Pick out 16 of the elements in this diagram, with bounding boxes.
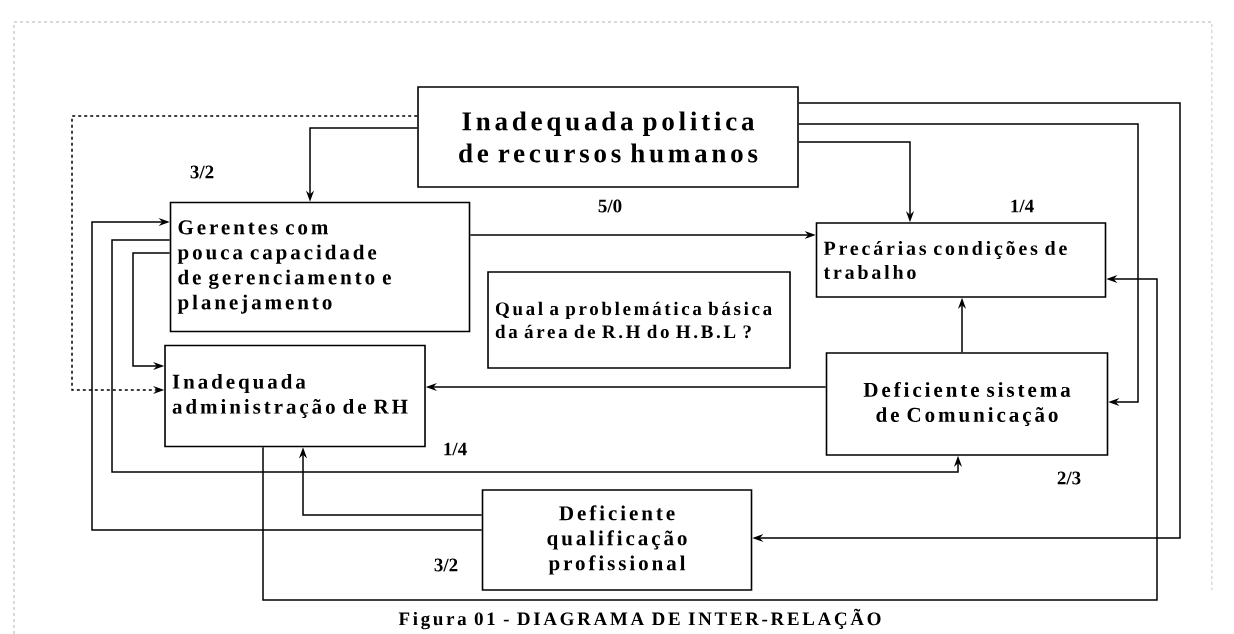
arrow bbox=[91, 217, 483, 531]
ratio-label: 1/4 bbox=[444, 442, 467, 456]
problem-box: Inadequada administração de RH bbox=[164, 344, 426, 448]
ratio-label: 2/3 bbox=[1057, 471, 1081, 485]
ratio-label: 3/2 bbox=[190, 165, 214, 179]
ratio-label: 3/2 bbox=[434, 558, 458, 572]
ratio-label: 1/4 bbox=[1011, 199, 1034, 213]
arrow bbox=[798, 123, 1139, 407]
problem-box: Qual a problemática básica da área de R.H do H.B.L ? bbox=[487, 271, 791, 369]
problem-box: Deficiente sistema de Comunicação bbox=[825, 352, 1109, 456]
problem-box: Inadequada politica de recursos humanos bbox=[417, 86, 799, 188]
caption: Figura 01 - DIAGRAMA DE INTER-RELAÇÃO bbox=[398, 608, 881, 630]
problem-box: Gerentes com pouca capacidade de gerenciamento e planejamento bbox=[169, 201, 471, 333]
ratio-label: 5/0 bbox=[598, 199, 622, 213]
problem-box: Deficiente qualificação profissional bbox=[481, 489, 753, 591]
problem-box: Precárias condições de trabalho bbox=[815, 222, 1107, 298]
